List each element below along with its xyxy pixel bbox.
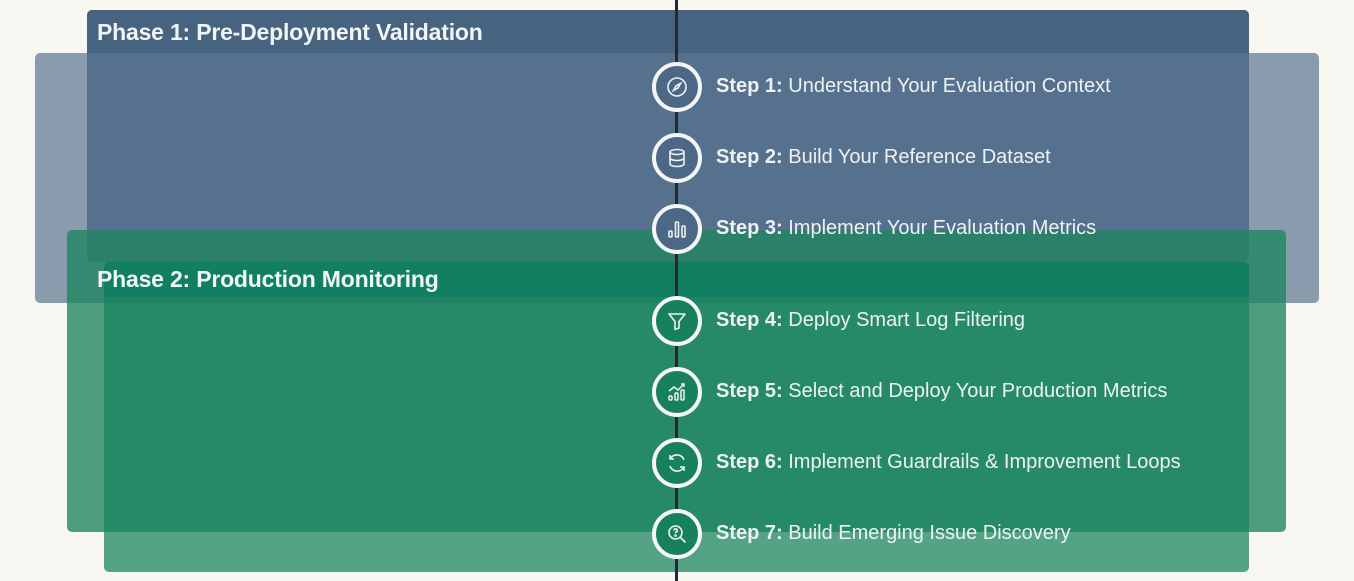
step-1: Step 1: Understand Your Evaluation Conte…	[716, 75, 1111, 98]
step-7: Step 7: Build Emerging Issue Discovery	[716, 522, 1071, 545]
step-label: Step 1:	[716, 75, 783, 97]
step-5: Step 5: Select and Deploy Your Productio…	[716, 380, 1167, 403]
step-text: Understand Your Evaluation Context	[788, 75, 1111, 97]
database-icon	[652, 133, 702, 183]
step-6: Step 6: Implement Guardrails & Improveme…	[716, 451, 1181, 474]
refresh-icon	[652, 438, 702, 488]
step-label: Step 2:	[716, 146, 783, 168]
step-text: Select and Deploy Your Production Metric…	[788, 380, 1168, 402]
timeline-spine	[675, 0, 678, 581]
step-text: Build Your Reference Dataset	[788, 146, 1051, 168]
step-label: Step 3:	[716, 217, 783, 239]
step-text: Implement Guardrails & Improvement Loops	[788, 451, 1181, 473]
phase1-header-band	[87, 10, 1249, 53]
step-text: Implement Your Evaluation Metrics	[788, 217, 1097, 239]
step-text: Deploy Smart Log Filtering	[788, 309, 1026, 331]
phase2-title: Phase 2: Production Monitoring	[97, 266, 439, 292]
trending-chart-icon	[652, 367, 702, 417]
search-question-icon	[652, 509, 702, 559]
filter-icon	[652, 296, 702, 346]
step-3: Step 3: Implement Your Evaluation Metric…	[716, 217, 1096, 240]
step-text: Build Emerging Issue Discovery	[788, 522, 1071, 544]
step-label: Step 4:	[716, 309, 783, 331]
step-4: Step 4: Deploy Smart Log Filtering	[716, 309, 1025, 332]
step-label: Step 7:	[716, 522, 783, 544]
step-label: Step 5:	[716, 380, 783, 402]
compass-icon	[652, 62, 702, 112]
bar-chart-icon	[652, 204, 702, 254]
step-label: Step 6:	[716, 451, 783, 473]
step-2: Step 2: Build Your Reference Dataset	[716, 146, 1051, 169]
phase1-title: Phase 1: Pre-Deployment Validation	[97, 19, 483, 45]
